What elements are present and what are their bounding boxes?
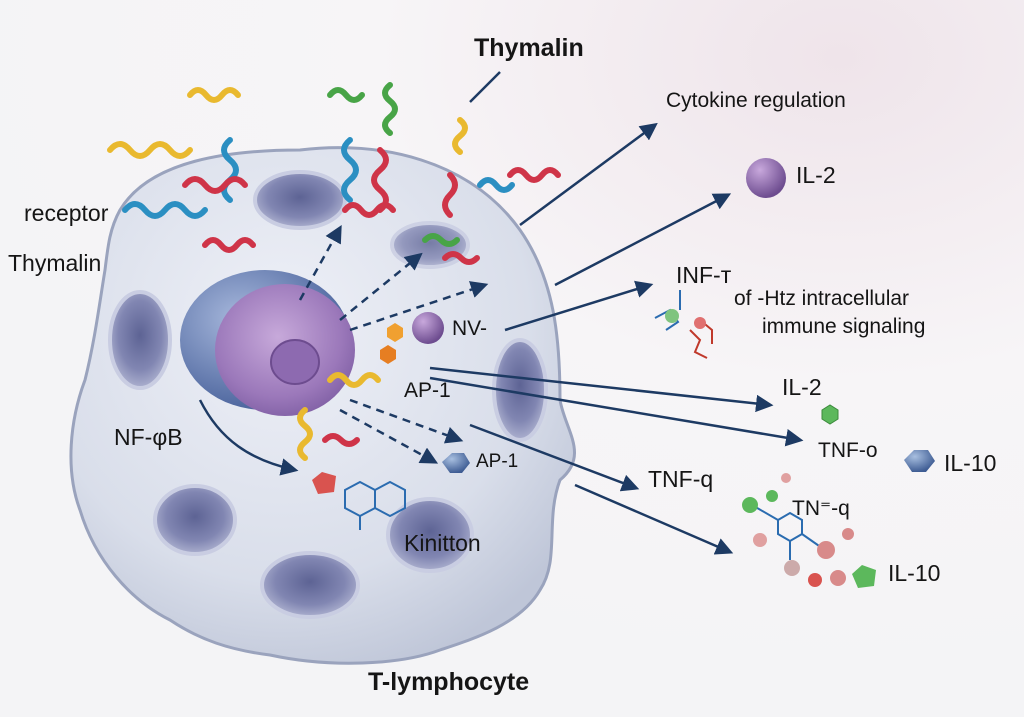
il2-top-label: IL-2 xyxy=(796,162,836,188)
kinitton-label: Kinitton xyxy=(404,530,481,556)
green-pentagon xyxy=(852,565,876,588)
intracellular-helices xyxy=(297,372,381,461)
orange-hex xyxy=(387,323,403,342)
arrow-inf xyxy=(504,280,654,332)
il2-molecule xyxy=(746,158,786,198)
organelle xyxy=(253,170,347,230)
ap1-molecule xyxy=(442,453,470,473)
top-title: Thymalin xyxy=(474,34,584,62)
tn-q-label: TN⁼-q xyxy=(792,497,850,520)
helix-yellow xyxy=(297,407,313,461)
arrow-il2-top xyxy=(554,193,732,287)
helix-yellow xyxy=(327,372,381,388)
helix-red xyxy=(442,172,458,218)
tnf-q-label: TNF-q xyxy=(648,466,714,492)
tnf-o-label: TNF-o xyxy=(818,439,878,462)
molecules xyxy=(312,158,935,588)
helix-green xyxy=(327,87,365,103)
dashed-arrow xyxy=(349,281,489,332)
chemical-nodes xyxy=(665,309,854,587)
helix-red xyxy=(202,237,256,253)
tnf-molecule xyxy=(821,404,839,425)
receptor-thymalin-label: Thymalin xyxy=(8,250,102,276)
inf-label: INF-т xyxy=(676,262,732,288)
helix-yellow xyxy=(452,117,468,155)
helix-red xyxy=(342,202,396,218)
nv-molecule xyxy=(412,312,444,344)
bottom-title: T-lymphocyte xyxy=(368,668,530,696)
organelle xyxy=(390,221,470,269)
intracellular-label-line1: of -Htz intracellular xyxy=(734,287,910,310)
arrow-to-thymalin-label xyxy=(469,71,501,103)
intracellular-label-line2: immune signaling xyxy=(762,315,926,338)
helix-green xyxy=(382,82,398,136)
helix-red xyxy=(182,176,248,194)
dashed-arrow xyxy=(339,252,423,321)
helix-red xyxy=(322,433,360,447)
organelle xyxy=(108,290,172,390)
nv-label: NV- xyxy=(452,317,488,340)
orange-hex xyxy=(380,345,396,364)
nfkb-label: NF-φB xyxy=(114,424,183,450)
organelles xyxy=(108,170,548,619)
helix-yellow xyxy=(187,87,241,103)
il10-right-label: IL-10 xyxy=(944,450,997,476)
arrow-cytokine-regulation xyxy=(519,122,658,227)
helix-blue xyxy=(341,137,359,203)
dashed-arrow xyxy=(349,398,464,444)
il2-mid-label: IL-2 xyxy=(782,374,822,400)
helix-blue xyxy=(477,177,515,193)
nucleus xyxy=(180,270,355,416)
arrow-il2-mid xyxy=(429,366,774,413)
helix-red xyxy=(371,147,389,213)
receptor-label: receptor xyxy=(24,200,109,226)
organelle xyxy=(153,484,237,556)
arrow-tnf-o xyxy=(429,376,804,447)
organelle xyxy=(260,551,360,619)
ap1-upper-label: AP-1 xyxy=(404,379,451,402)
receptor-helices xyxy=(107,82,561,265)
organelle xyxy=(492,338,548,442)
arrow-tnf-q xyxy=(469,423,640,492)
helix-red xyxy=(442,251,480,265)
helix-blue xyxy=(122,201,208,219)
arrow-il10-bottom xyxy=(574,483,734,555)
red-pentagon xyxy=(312,472,336,494)
helix-red xyxy=(507,167,561,183)
dashed-arrows xyxy=(298,224,489,464)
helix-green xyxy=(422,233,460,247)
organelle xyxy=(386,497,474,573)
il10-bottom-label: IL-10 xyxy=(888,560,941,586)
helix-yellow xyxy=(107,141,193,159)
dashed-arrow xyxy=(339,408,439,464)
cytokine-regulation-label: Cytokine regulation xyxy=(666,89,846,112)
arrow-nfkb xyxy=(198,399,299,476)
solid-arrows xyxy=(198,71,804,555)
il10-molecule xyxy=(904,450,935,472)
ap1-lower-label: AP-1 xyxy=(476,451,519,472)
